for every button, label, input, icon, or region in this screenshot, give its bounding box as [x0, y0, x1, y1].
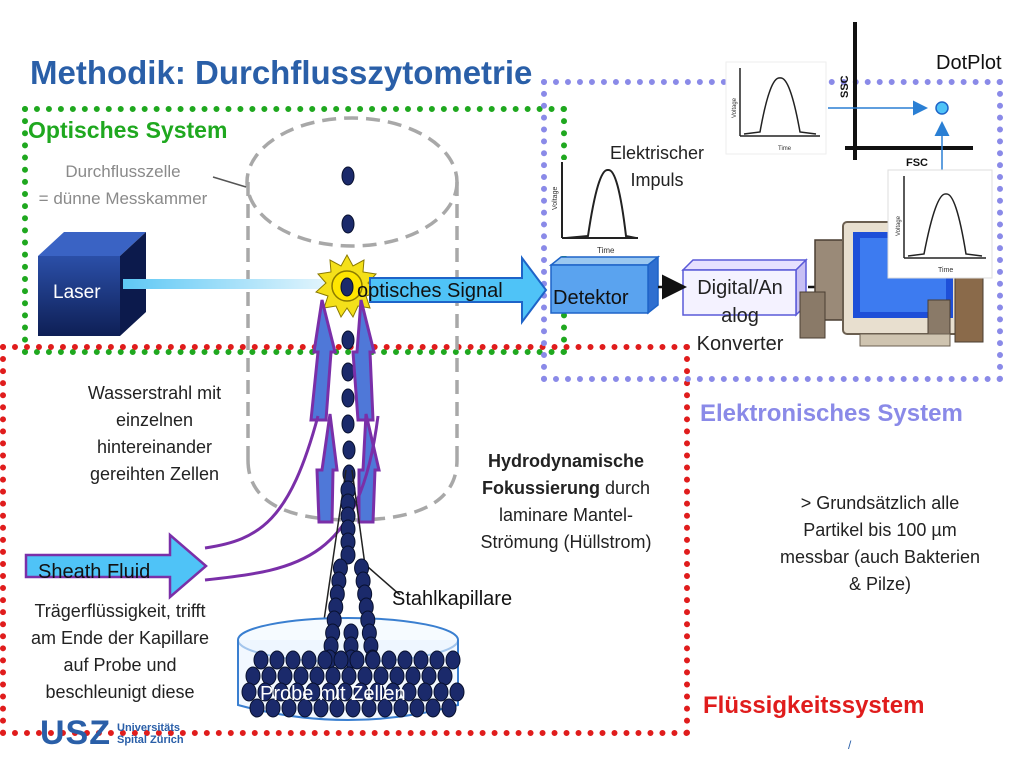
cell: [317, 650, 333, 670]
cell: [249, 698, 265, 718]
laser-beam: [123, 279, 333, 289]
cell: [381, 650, 397, 670]
usz-logo-abbr: USZ: [40, 714, 111, 752]
focusing-arrows: [309, 299, 381, 524]
usz-logo: USZ Universitäts Spital Zürich: [40, 714, 184, 752]
cell: [337, 682, 353, 702]
dotplot-voltage-label: Voltage: [732, 97, 738, 118]
optical-signal-label: optisches Signal: [357, 280, 503, 302]
cell: [281, 698, 297, 718]
electric-impulse-graph: Voltage Time: [550, 160, 640, 256]
particles-note: > Grundsätzlich alle Partikel bis 100 µm…: [779, 493, 981, 594]
cells-stream: [340, 166, 356, 484]
optical-system-heading: Optisches System: [28, 117, 228, 143]
cell: [329, 698, 345, 718]
sheath-fluid-label: Sheath Fluid: [38, 561, 151, 583]
cell: [257, 682, 273, 702]
cell: [285, 650, 301, 670]
impulse-time-label: Time: [597, 246, 615, 255]
cell: [433, 682, 449, 702]
cell: [369, 682, 385, 702]
cell: [377, 698, 393, 718]
fsc-voltage-label: Voltage: [896, 215, 902, 236]
cell: [253, 650, 269, 670]
cell: [405, 666, 421, 686]
page-title: Methodik: Durchflusszytometrie: [30, 54, 533, 91]
cell: [241, 682, 257, 702]
carrier-fluid-label: Trägerflüssigkeit, trifft am Ende der Ka…: [30, 601, 210, 702]
cell: [365, 650, 381, 670]
cell: [445, 650, 461, 670]
cell: [397, 650, 413, 670]
cell: [345, 698, 361, 718]
electronic-system-heading: Elektronisches System: [700, 400, 963, 427]
cell: [393, 698, 409, 718]
cell: [305, 682, 321, 702]
detector-label: Detektor: [553, 287, 629, 309]
cell: [313, 698, 329, 718]
water-jet-label: Wasserstrahl mit einzelnen hintereinande…: [87, 383, 222, 484]
cell: [333, 650, 349, 670]
fsc-label: FSC: [906, 157, 928, 169]
cell: [421, 666, 437, 686]
cell: [401, 682, 417, 702]
cell: [269, 650, 285, 670]
dotplot-time-label: Time: [778, 146, 792, 152]
converter-box: [681, 258, 808, 317]
fsc-pulse-graph: Voltage Time: [887, 169, 993, 279]
cell: [429, 650, 445, 670]
capillary-label: Stahlkapillare: [392, 588, 513, 610]
cell: [361, 698, 377, 718]
cells-dense: [241, 480, 465, 718]
cell: [297, 698, 313, 718]
impulse-voltage-label: Voltage: [552, 187, 559, 210]
cell: [245, 666, 261, 686]
fluid-system-heading: Flüssigkeitssystem: [703, 692, 925, 719]
sample-label: Probe mit Zellen: [260, 683, 406, 705]
electric-impulse-label: Elektrischer Impuls: [609, 143, 705, 190]
cell: [301, 650, 317, 670]
cell: [449, 682, 465, 702]
cell: [265, 698, 281, 718]
sheath-fluid-arrow: [24, 532, 208, 600]
cell: [409, 698, 425, 718]
optical-signal-arrow: [369, 255, 548, 325]
cell: [385, 682, 401, 702]
cell: [349, 650, 365, 670]
cell: [353, 682, 369, 702]
hydrodynamic-focusing-label: Hydrodynamische Fokussierung durch lamin…: [480, 451, 652, 552]
dotplot-label: DotPlot: [936, 52, 1002, 74]
fsc-time-label: Time: [938, 267, 953, 274]
ssc-label: SSC: [839, 75, 851, 98]
flowcell-label: Durchflusszelle = dünne Messkammer: [38, 162, 208, 208]
cell: [273, 682, 289, 702]
cell: [425, 698, 441, 718]
cell: [413, 650, 429, 670]
dotplot-pulse-graph: Voltage Time: [725, 61, 827, 155]
detector-box: [548, 255, 661, 315]
cell: [441, 698, 457, 718]
converter-label: Digital/An alog Konverter: [696, 277, 784, 355]
footer-mark: /: [848, 738, 852, 752]
cell: [321, 682, 337, 702]
cell: [289, 682, 305, 702]
cell: [417, 682, 433, 702]
laser-label: Laser: [53, 282, 101, 303]
cell: [340, 545, 356, 565]
cell: [437, 666, 453, 686]
